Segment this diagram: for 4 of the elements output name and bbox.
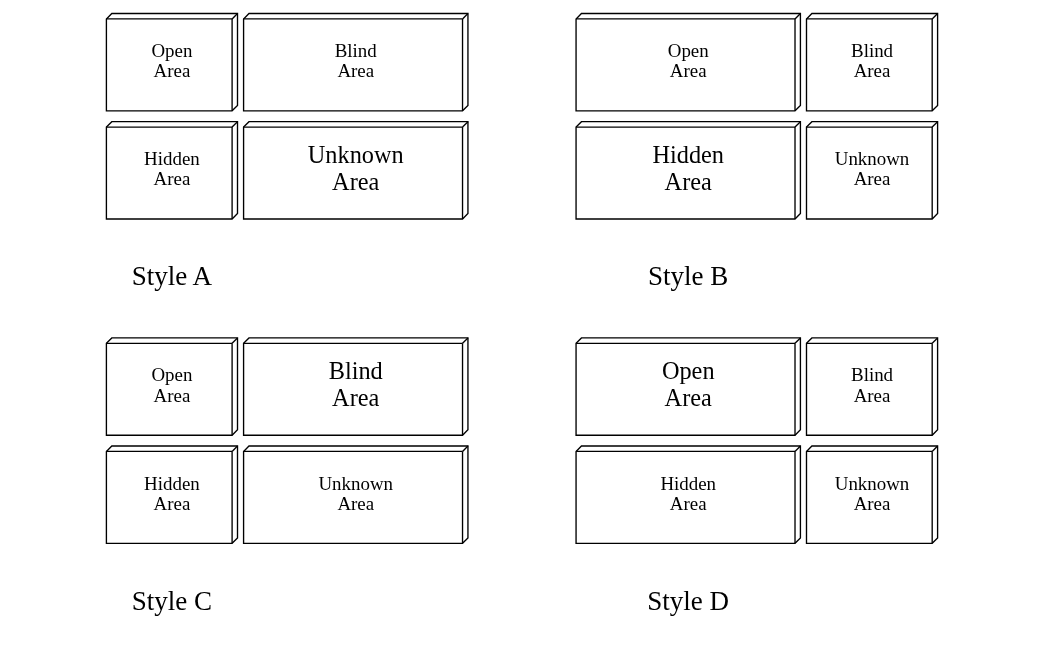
label: Style A <box>131 261 213 292</box>
label: Style B <box>648 261 729 292</box>
label: Style D <box>647 585 730 616</box>
label: Style C <box>131 585 213 616</box>
